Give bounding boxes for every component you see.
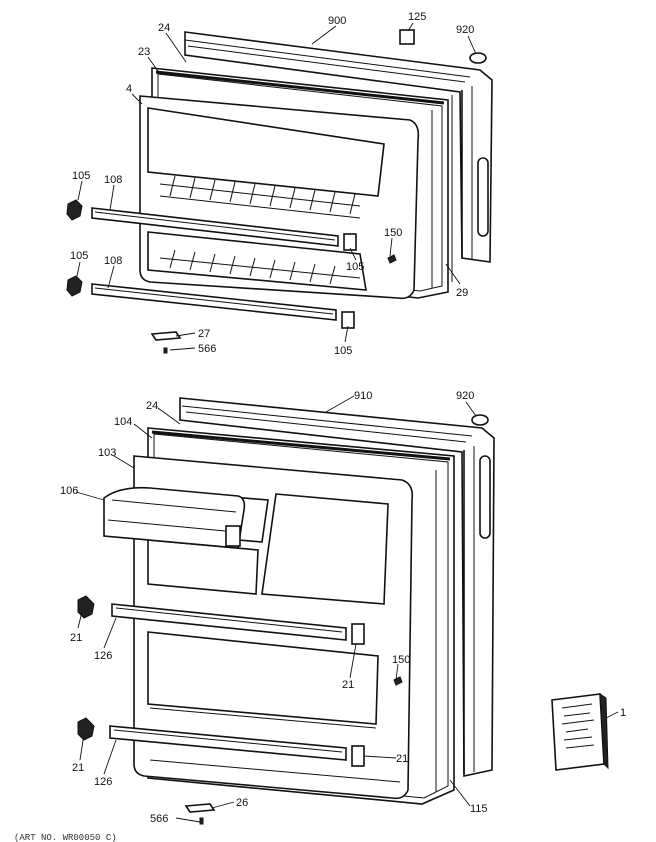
label-27: 27 <box>198 328 210 340</box>
label-126-b: 126 <box>94 776 112 788</box>
label-105-d: 105 <box>334 345 352 357</box>
shelf-clip-105-a <box>66 199 83 221</box>
shelf-bar-126-upper <box>111 603 347 641</box>
label-125: 125 <box>408 11 426 23</box>
label-126-a: 126 <box>94 650 112 662</box>
leaders-bottom <box>75 395 619 823</box>
plug-920-top <box>469 52 487 64</box>
label-105-a: 105 <box>72 170 90 182</box>
shelf-clip-21-a <box>77 595 95 619</box>
label-108-b: 108 <box>104 255 122 267</box>
label-920-top: 920 <box>456 24 474 36</box>
shelf-clip-21-b <box>351 623 365 645</box>
label-4: 4 <box>126 83 132 95</box>
footer-art-number: (ART NO. WR00050 C) <box>14 833 117 842</box>
label-24-bottom: 24 <box>146 400 158 412</box>
cap-125 <box>399 29 415 45</box>
label-150-top: 150 <box>384 227 402 239</box>
label-566-top: 566 <box>198 343 216 355</box>
freezer-door-assembly <box>66 29 493 354</box>
shelf-clip-105-b <box>66 275 83 297</box>
label-104: 104 <box>114 416 132 428</box>
label-105-b: 105 <box>70 250 88 262</box>
label-29: 29 <box>456 287 468 299</box>
part-labels: 900 125 920 24 23 4 105 108 105 108 150 … <box>60 11 626 825</box>
shelf-bar-108-lower <box>91 283 337 321</box>
plug-920-bottom <box>471 414 489 426</box>
label-103: 103 <box>98 447 116 459</box>
label-21-d: 21 <box>396 753 408 765</box>
label-21-b: 21 <box>342 679 354 691</box>
literature-booklet-1 <box>551 693 609 771</box>
shelf-clip-21-c <box>77 717 95 741</box>
shelf-bar-108-upper <box>91 207 339 247</box>
shelf-bar-126-lower <box>109 725 347 761</box>
label-150-bottom: 150 <box>392 654 410 666</box>
label-115: 115 <box>470 803 488 815</box>
label-108-a: 108 <box>104 174 122 186</box>
label-1: 1 <box>620 707 626 719</box>
label-24-top: 24 <box>158 22 170 34</box>
label-21-c: 21 <box>72 762 84 774</box>
shelf-clip-105-d <box>341 311 355 329</box>
label-920-bottom: 920 <box>456 390 474 402</box>
leaders-top <box>76 22 477 351</box>
label-566-bottom: 566 <box>150 813 168 825</box>
hinge-27 <box>150 331 182 341</box>
screw-150-top <box>387 254 397 264</box>
dairy-door-106 <box>103 486 246 549</box>
label-105-c: 105 <box>346 261 364 273</box>
label-26: 26 <box>236 797 248 809</box>
shelf-clip-105-c <box>343 233 357 251</box>
door-panel-900 <box>184 31 493 263</box>
label-910: 910 <box>354 390 372 402</box>
label-21-a: 21 <box>70 632 82 644</box>
door-liner-4 <box>139 95 420 300</box>
screw-566-top <box>163 347 168 354</box>
fresh-food-door-assembly <box>77 397 495 825</box>
shelf-clip-21-d <box>351 745 365 767</box>
screw-566-bottom <box>199 817 204 825</box>
label-106: 106 <box>60 485 78 497</box>
hinge-26 <box>184 803 216 813</box>
door-panel-910 <box>179 397 495 777</box>
label-23: 23 <box>138 46 150 58</box>
label-900: 900 <box>328 15 346 27</box>
